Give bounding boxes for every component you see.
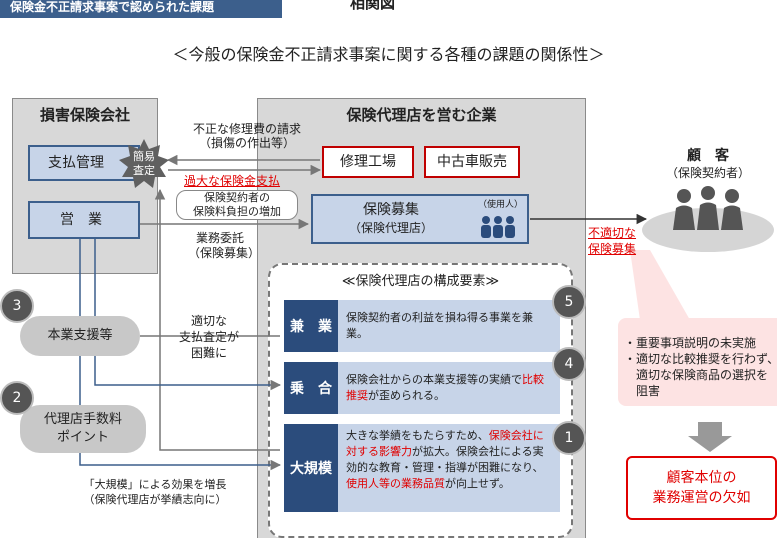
used-car-label: 中古車販売 [437,154,507,170]
agency-title: 保険代理店を営む企業 [346,106,497,124]
large-label: 大規模 [284,424,338,512]
agency-fee-label-2: ポイント [56,430,109,445]
employees-icon [481,216,515,238]
result-line-1: 顧客本位の [666,470,737,486]
issues-down-arrow [688,422,732,452]
assessment-difficulty-arrow [154,188,280,451]
issue-bullet-1: ・重要事項説明の未実施 [624,336,757,350]
employee-label: （使用人） [478,200,524,210]
circle-5: 5 [552,285,586,319]
simple-check-label-2: 査定 [133,164,155,177]
issues-box [618,318,777,406]
concurrent-label: 兼 業 [284,300,338,352]
component-large: 大規模 大きな挙績をもたらすため、保険会社に対する影響力が拡大。保険会社による実… [284,424,560,512]
customer-icon [673,186,743,230]
support-line [94,239,282,391]
insurer-title: 損害保険会社 [39,106,130,124]
diagram-title: 相関図 [350,0,396,12]
improper-recruit-label-2: 保険募集 [588,242,637,256]
excess-payment-label: 過大な保険金支払 [184,174,281,188]
circle-4: 4 [552,347,586,381]
circle-3: 3 [0,289,34,323]
effect-label-2: （保険代理店が挙績志向に） [83,493,227,506]
multi-label: 乗 合 [284,362,338,414]
simple-check-label-1: 簡易 [133,150,155,163]
assess-label-1: 適切な [190,314,227,328]
issue-bullet-2a: ・適切な比較推奨を行わず、 [624,352,777,366]
result-box [626,456,777,520]
burden-label-1: 保険契約者の [204,191,270,204]
payment-management-box [28,145,140,181]
circle-2: 2 [0,381,34,415]
claim-label-1: 不正な修理費の請求 [192,122,301,136]
diagram-subtitle: ＜今般の保険金不正請求事案に関する各種の課題の関係性＞ [172,45,605,64]
business-support-label: 本業支援等 [47,328,113,343]
issue-bullet-2b: 適切な保険商品の選択を [636,368,769,382]
section-tag: 保険金不正請求事案で認められた課題 [0,0,282,18]
outsource-label-1: 業務委託 [196,231,245,245]
components-title: ≪保険代理店の構成要素≫ [341,274,500,289]
recruit-sub: （保険代理店） [348,221,433,235]
large-text: 大きな挙績をもたらすため、保険会社に対する影響力が拡大。保険会社による実効的な教… [338,424,560,512]
sales-box [28,201,140,239]
result-line-2: 業務運営の欠如 [652,490,751,506]
component-multi: 乗 合 保険会社からの本業支援等の実績で比較推奨が歪められる。 [284,362,560,414]
burden-label-2: 保険料負担の増加 [193,205,281,218]
component-concurrent: 兼 業 保険契約者の利益を損ね得る事業を兼業。 [284,300,560,352]
concurrent-text: 保険契約者の利益を損ね得る事業を兼業。 [338,300,560,352]
repair-shop-box [322,146,414,178]
business-support-pill: 本業支援等 [20,316,140,356]
insurer-panel [12,98,158,274]
customer-callout-tail [630,250,690,320]
customer-sub: （保険契約者） [665,166,750,180]
payment-management-label: 支払管理 [48,155,104,171]
claim-label-2: （損傷の作出等） [198,136,295,150]
customer-title: 顧 客 [687,148,729,164]
repair-shop-label: 修理工場 [340,154,396,170]
simple-check-badge [119,139,169,188]
recruit-box [311,194,529,244]
issue-bullet-2c: 阻害 [636,384,661,398]
sales-text: 営 業 [60,212,102,228]
recruit-title: 保険募集 [363,202,419,218]
agency-fee-label-1: 代理店手数料 [43,412,122,427]
assess-label-2: 支払査定が [178,330,239,344]
fee-line [79,239,282,471]
multi-text: 保険会社からの本業支援等の実績で比較推奨が歪められる。 [338,362,560,414]
used-car-box [424,146,520,178]
circle-1: 1 [552,421,586,455]
agency-fee-pill: 代理店手数料 ポイント [20,405,146,453]
assess-label-3: 困難に [190,346,227,360]
improper-recruit-label-1: 不適切な [588,226,637,240]
burden-box [176,190,298,220]
effect-label-1: 「大規模」による効果を増長 [83,478,227,491]
outsource-label-2: （保険募集） [188,246,261,260]
